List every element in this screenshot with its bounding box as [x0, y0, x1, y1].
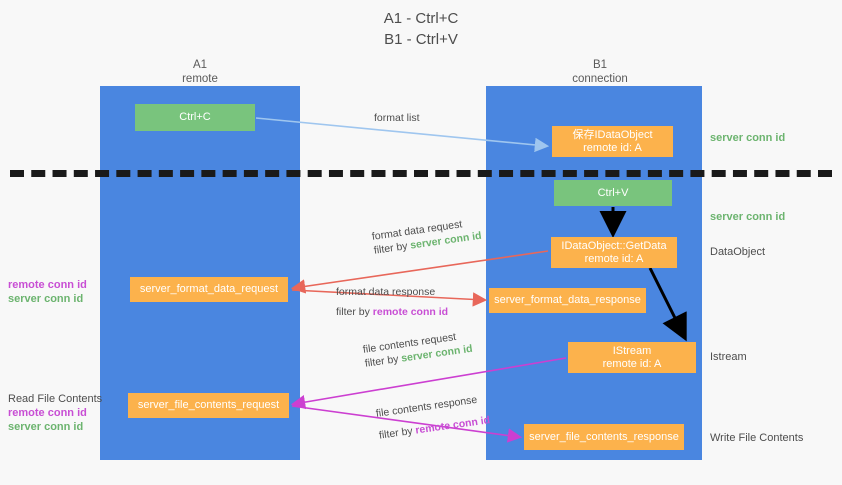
tag-remote-conn-id: remote conn id — [8, 279, 87, 291]
edge-label-format-data-response-filter: filter by remote conn id — [336, 305, 448, 319]
edge-label-file-contents-request: file contents request filter by server c… — [362, 328, 473, 371]
phase-divider-dashed-line — [10, 170, 832, 177]
edge-label-file-contents-response: file contents response filter by remote … — [375, 391, 491, 442]
side-label-dataobject: DataObject — [710, 246, 766, 258]
edge-label-format-data-request: format data request filter by server con… — [371, 215, 482, 258]
box-server-file-contents-request[interactable]: server_file_contents_request — [128, 393, 289, 418]
filter-prefix: filter by — [373, 239, 412, 257]
box-istream[interactable]: IStream remote id: A — [568, 342, 696, 373]
side-label-write-file-contents: Write File Contents — [710, 432, 804, 444]
box-server-file-contents-response[interactable]: server_file_contents_response — [524, 424, 684, 450]
filter-prefix: filter by — [378, 424, 417, 442]
box-ctrl-c[interactable]: Ctrl+C — [135, 104, 255, 131]
left-tags-format-data: remote conn id server conn id — [8, 278, 98, 306]
edge-label-format-data-response-title: format data response — [336, 286, 436, 298]
filter-target-remote-conn-id: remote conn id — [372, 306, 449, 318]
box-ctrl-v[interactable]: Ctrl+V — [554, 180, 672, 206]
box-server-format-data-response[interactable]: server_format_data_response — [489, 288, 646, 313]
tag-server-conn-id: server conn id — [8, 293, 84, 305]
filter-prefix: filter by — [364, 352, 403, 370]
tag-server-conn-id-bottom: server conn id — [8, 421, 84, 433]
column-header-b1: B1 connection — [572, 59, 628, 85]
column-header-a1: A1 remote — [182, 59, 218, 85]
edge-label-format-list: format list — [374, 112, 420, 124]
side-label-istream: Istream — [710, 351, 747, 363]
filter-target-remote-conn-id: remote conn id — [414, 414, 491, 437]
filter-prefix: filter by — [336, 306, 373, 318]
diagram-title: A1 - Ctrl+C B1 - Ctrl+V — [383, 10, 459, 48]
box-idataobject-getdata[interactable]: IDataObject::GetData remote id: A — [551, 237, 677, 268]
side-label-server-conn-id-paste: server conn id — [710, 211, 786, 223]
box-save-idataobject[interactable]: 保存IDataObject remote id: A — [552, 126, 673, 157]
edge-label-format-data-response: format data response filter by remote co… — [336, 285, 448, 319]
box-server-format-data-request[interactable]: server_format_data_request — [130, 277, 288, 302]
tag-remote-conn-id-bottom: remote conn id — [8, 407, 87, 419]
left-tags-file-contents: Read File Contents remote conn id server… — [8, 392, 104, 434]
side-label-server-conn-id-copy: server conn id — [710, 132, 786, 144]
label-read-file-contents: Read File Contents — [8, 393, 103, 405]
